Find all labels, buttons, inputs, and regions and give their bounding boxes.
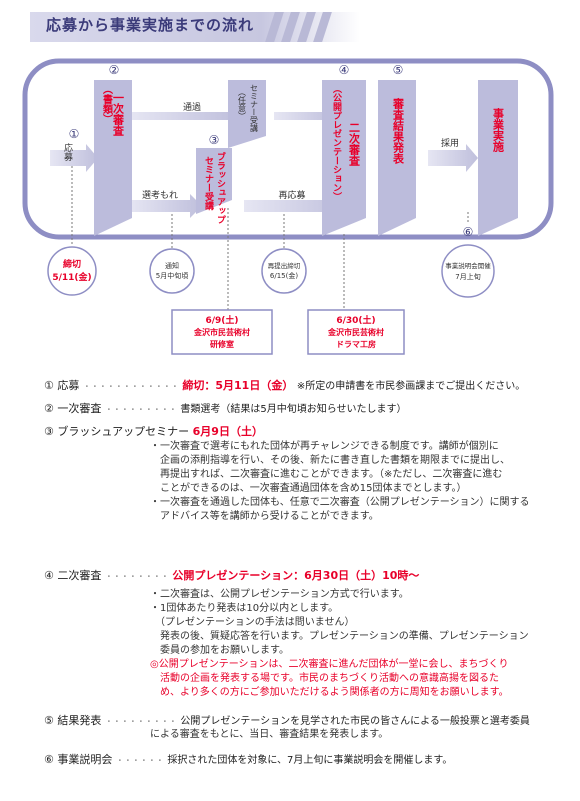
step-3-line: 企画の添削指導を行い、その後、新たに書き直した書類を期限までに提出し、 — [150, 455, 510, 466]
step-4-line: 発表の後、質疑応答を行います。プレゼンテーションの準備、プレゼンテーション — [150, 631, 529, 642]
page-title: 応募から事業実施までの流れ — [46, 16, 255, 34]
step-4-notice: 活動の企画を発表する場です。市民のまちづくり活動への意識高揚を図るた — [150, 673, 499, 684]
step-6: ⑥ 事業説明会 ・・・・・・ 採択された団体を対象に、7月上旬に事業説明会を開催… — [44, 751, 452, 767]
tsuchi-circle — [149, 248, 195, 294]
setsumeikai-circle — [441, 244, 495, 298]
step-4-dots: ・・・・・・・・ — [104, 572, 169, 581]
arrow-oubo — [50, 144, 98, 172]
step-2: ② 一次審査 ・・・・・・・・・ 書類選考（結果は5月中旬頃お知らせいたします） — [44, 400, 407, 416]
label-senko: 選考もれ — [142, 190, 178, 201]
step-1-label: ① 応募 — [44, 379, 80, 392]
step-4-notice: ◎公開プレゼンテーションは、二次審査に進んだ団体が一堂に会し、まちづくり — [150, 659, 509, 670]
step-number-2: ② — [109, 63, 120, 77]
label-tsuka: 通過 — [183, 102, 201, 113]
label-ichiji-sub: （書類） — [101, 84, 114, 124]
step-1-deadline: 締切：5月11日（金） — [182, 379, 294, 392]
box1-place2: 研修室 — [210, 339, 234, 349]
step-1: ① 応募 ・・・・・・・・・・・・ 締切：5月11日（金） ※所定の申請書を市民… — [44, 377, 525, 393]
step-4-label: ④ 二次審査 — [44, 569, 102, 582]
deadline-label: 締切 — [63, 258, 81, 270]
setsumeikai-date: 7月上旬 — [455, 272, 480, 281]
step-3: ③ ブラッシュアップセミナー 6月9日（土） — [44, 423, 263, 439]
step-4-date: 公開プレゼンテーション：6月30日（土）10時～ — [172, 569, 420, 582]
deadline-circle — [47, 246, 97, 296]
step-3-date: 6月9日（土） — [192, 425, 263, 438]
step-4: ④ 二次審査 ・・・・・・・・ 公開プレゼンテーション：6月30日（土）10時～ — [44, 567, 419, 583]
label-kekka: 審査結果発表 — [392, 97, 406, 165]
label-ichiji: 一次審査 — [112, 92, 126, 136]
step-4-body: ・二次審査は、公開プレゼンテーション方式で行います。 ・1団体あたり発表は10分… — [150, 588, 529, 700]
panel-kekka — [378, 80, 416, 236]
box1-place1: 金沢市民芸術村 — [193, 327, 250, 337]
saiteishutsu-date: 6/15(金) — [270, 271, 298, 280]
step-number-6: ⑥ — [463, 225, 474, 239]
step-number-1: ① — [69, 127, 80, 141]
deadline-date: 5/11(金) — [52, 271, 91, 283]
step-3-line: ・一次審査を通過した団体も、任意で二次審査（公開プレゼンテーション）に関する — [150, 497, 530, 508]
label-brush2: セミナー受講 — [203, 156, 214, 211]
step-5-line: による審査をもとに、当日、審査結果を発表します。 — [150, 729, 389, 740]
box2-place2: ドラマ工房 — [336, 339, 376, 349]
panel-brush — [196, 148, 232, 214]
step-number-4: ④ — [339, 63, 350, 77]
step-3-line: 再提出すれば、二次審査に進むことができます。（※ただし、二次審査に進む — [150, 469, 503, 480]
box-brush-date — [171, 309, 273, 355]
label-oubo: 応募 — [62, 142, 73, 162]
panel-jigyo — [478, 80, 518, 236]
arrow-senko — [130, 194, 202, 218]
step-3-line: アドバイス等を講師から受けることができます。 — [150, 511, 379, 522]
label-seminar-opt: セミナー受講 — [250, 84, 259, 133]
panel-seminar-opt — [228, 80, 266, 148]
step-5-text: 公開プレゼンテーションを見学された市民の皆さんによる一般投票と選考委員 — [180, 716, 530, 727]
label-brush1: ブラッシュアップ — [215, 151, 226, 224]
flow-diagram: ① ② ③ ④ ⑤ ⑥ 応募 一次審査 （書類） セミナー受講 （任意） ブラッ… — [22, 58, 554, 355]
step-3-body: ・一次審査で選考にもれた団体が再チャレンジできる制度です。講師が個別に 企画の添… — [150, 440, 530, 524]
step-1-dots: ・・・・・・・・・・・・ — [82, 382, 179, 391]
arrow-tsuka2 — [274, 107, 336, 125]
box-niji-date — [307, 309, 405, 355]
box2-place1: 金沢市民芸術村 — [327, 327, 384, 337]
step-2-text: 書類選考（結果は5月中旬頃お知らせいたします） — [180, 404, 407, 415]
label-saiyo: 採用 — [441, 137, 459, 149]
step-3-line: ・一次審査で選考にもれた団体が再チャレンジできる制度です。講師が個別に — [150, 441, 499, 452]
step-number-3: ③ — [209, 133, 220, 147]
step-6-dots: ・・・・・・ — [115, 756, 164, 765]
step-4-notice: め、より多くの方にご参加いただけるよう関係者の方に周知をお願いします。 — [150, 687, 509, 698]
label-niji: 二次審査 — [348, 122, 362, 166]
step-4-line: （プレゼンテーションの手法は問いません） — [150, 617, 355, 628]
saiteishutsu-label: 再提出締切 — [268, 261, 301, 270]
arrow-tsuka — [130, 107, 238, 125]
step-5-label: ⑤ 結果発表 — [44, 714, 102, 727]
panel-ichiji — [94, 80, 132, 236]
step-4-line: 委員の参加をお願いします。 — [150, 645, 289, 656]
label-jigyo: 事業実施 — [492, 107, 506, 153]
diagram-frame — [22, 58, 554, 240]
step-2-dots: ・・・・・・・・・ — [104, 405, 177, 414]
step-1-note: ※所定の申請書を市民参画課までご提出ください。 — [296, 381, 526, 392]
box1-date: 6/9(土) — [205, 314, 238, 326]
step-6-label: ⑥ 事業説明会 — [44, 753, 113, 766]
step-3-line: ことができるのは、一次審査通過団体を含め15団体までとします。） — [150, 483, 467, 494]
step-4-line: ・1団体あたり発表は10分以内とします。 — [150, 603, 339, 614]
arrow-kekka — [428, 144, 478, 172]
step-5-dots: ・・・・・・・・・ — [104, 717, 177, 726]
panel-niji — [322, 80, 366, 236]
tsuchi-label: 通知 — [165, 261, 179, 270]
label-saioubo: 再応募 — [278, 189, 305, 201]
setsumeikai-label: 事業説明会開催 — [445, 261, 491, 270]
step-4-line: ・二次審査は、公開プレゼンテーション方式で行います。 — [150, 589, 409, 600]
step-5-body: による審査をもとに、当日、審査結果を発表します。 — [150, 728, 388, 742]
step-6-text: 採択された団体を対象に、7月上旬に事業説明会を開催します。 — [167, 755, 453, 766]
label-niji-sub: （公開プレゼンテーション） — [331, 84, 343, 201]
saiteishutsu-circle — [261, 248, 307, 294]
tsuchi-date: 5月中旬頃 — [156, 271, 188, 280]
step-3-label: ③ ブラッシュアップセミナー — [44, 425, 190, 438]
step-number-5: ⑤ — [393, 63, 404, 77]
step-5: ⑤ 結果発表 ・・・・・・・・・ 公開プレゼンテーションを見学された市民の皆さん… — [44, 712, 530, 728]
box2-date: 6/30(土) — [336, 314, 375, 326]
label-seminar-opt-sub: （任意） — [238, 88, 247, 120]
step-2-label: ② 一次審査 — [44, 402, 102, 415]
